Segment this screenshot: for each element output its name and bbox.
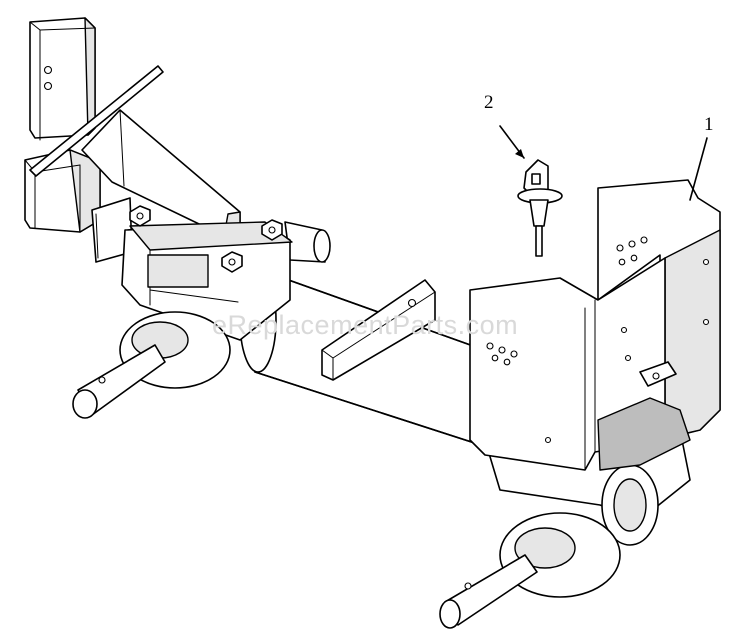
- left-gearbox: [72, 205, 293, 419]
- bolt-icon: [261, 219, 283, 241]
- callout-2: 2: [484, 92, 525, 159]
- grease-fitting: [517, 159, 563, 257]
- callout-label: 1: [704, 114, 714, 135]
- mounting-bracket: [24, 17, 241, 263]
- bolt-icon: [221, 251, 243, 273]
- callout-label: 2: [484, 92, 494, 113]
- cutter-shield: [469, 179, 721, 471]
- callout-1: 1: [689, 114, 714, 201]
- watermark-text: eReplacementParts.com: [212, 310, 518, 340]
- flat-bar: [321, 279, 436, 381]
- bolt-icon: [129, 205, 151, 227]
